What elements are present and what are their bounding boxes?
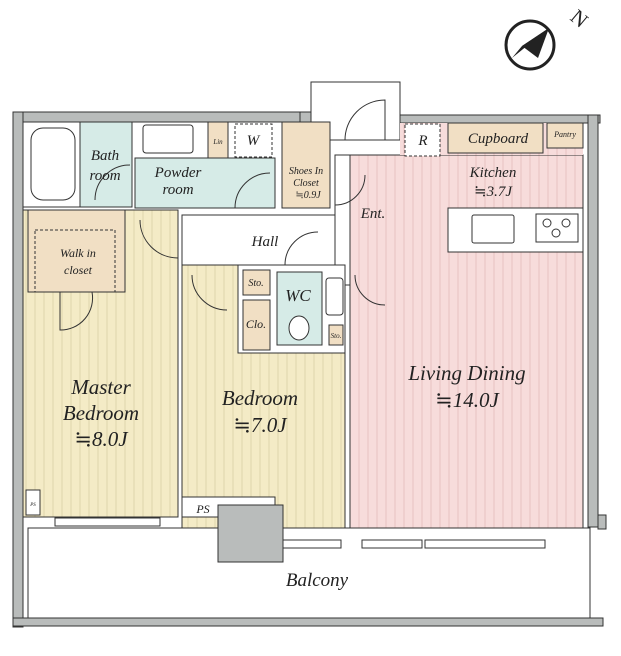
windows <box>54 517 546 549</box>
living-dining-label: Living Dining <box>407 361 525 385</box>
walk-in-closet-label: Walk in <box>60 246 96 260</box>
pipe-space-small-label: PS <box>29 503 36 508</box>
shoes-closet-label-2: Closet <box>293 178 319 189</box>
bedroom-label: Bedroom <box>222 386 298 410</box>
toilet-icon <box>288 315 310 341</box>
closet <box>242 299 271 351</box>
bedroom-area: ≒7.0J <box>233 413 288 437</box>
powder-room-label-2: room <box>162 182 193 198</box>
wc-label: WC <box>285 286 311 305</box>
cupboard <box>447 122 544 154</box>
master-bedroom-label: Master <box>70 375 131 399</box>
pantry-label: Pantry <box>553 130 576 139</box>
compass: N <box>504 4 593 71</box>
front-door[interactable] <box>344 99 386 141</box>
entrance-label: Ent. <box>360 206 386 222</box>
kitchen-sink-icon <box>471 214 515 244</box>
pipe-space-label: PS <box>195 502 209 516</box>
wc-sink-icon <box>325 277 344 316</box>
sink-icon <box>142 124 194 154</box>
cupboard-label: Cupboard <box>468 131 529 147</box>
shoes-in-closet <box>281 121 331 209</box>
hall <box>181 214 336 266</box>
storage-1-label: Sto. <box>248 278 263 289</box>
walk-in-closet-label-2: closet <box>64 263 93 277</box>
pipe-space-small <box>25 489 41 516</box>
bath-room <box>79 121 133 208</box>
washer-label: W <box>247 133 261 149</box>
kitchen-label: Kitchen <box>469 165 517 181</box>
living-dining-area: ≒14.0J <box>435 388 500 412</box>
closet-label: Clo. <box>246 317 266 331</box>
fridge-label: R <box>417 133 427 149</box>
linen-label: Lin <box>212 138 223 146</box>
storage-2 <box>328 324 344 346</box>
shoes-closet-label: Shoes In <box>289 166 323 177</box>
master-bedroom-area: ≒8.0J <box>74 427 129 451</box>
powder-room <box>134 157 276 209</box>
fridge-space <box>404 123 441 157</box>
north-arrow-icon <box>522 28 549 58</box>
balcony-label: Balcony <box>286 570 349 591</box>
pantry <box>546 122 584 149</box>
walk-in-closet <box>27 209 126 293</box>
bathtub-icon <box>30 127 76 201</box>
master-bedroom-label-2: Bedroom <box>63 401 139 425</box>
powder-room-label: Powder <box>154 165 202 181</box>
storage-2-label: Sto. <box>331 332 342 340</box>
shoes-closet-area: ≒0.9J <box>295 190 321 201</box>
linen-closet <box>207 121 229 159</box>
storage-1 <box>242 269 271 296</box>
kitchen-area: ≒3.7J <box>474 184 513 200</box>
compass-north-label: N <box>566 4 593 32</box>
doors[interactable] <box>59 164 386 331</box>
hall-label: Hall <box>251 234 279 250</box>
bath-room-label: Bath <box>91 148 119 164</box>
bath-room-label-2: room <box>89 168 120 184</box>
stove-icon <box>535 213 579 243</box>
washer-space <box>234 123 273 158</box>
